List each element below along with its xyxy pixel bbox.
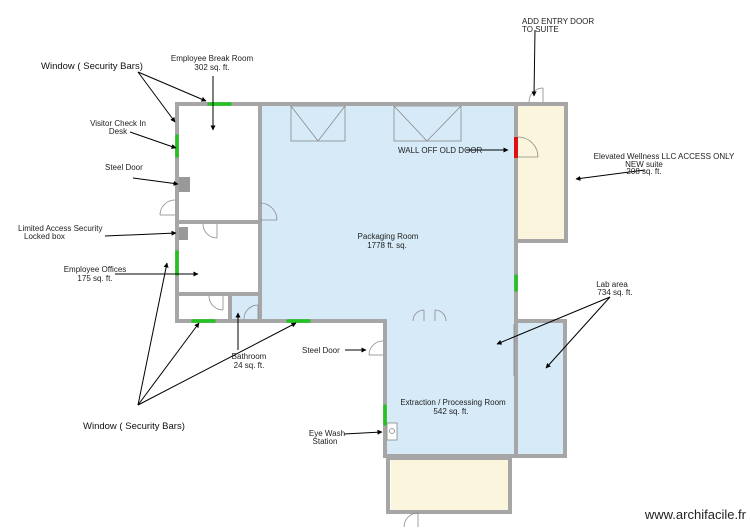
elevated-suite-area: 208 sq. ft. xyxy=(626,167,661,176)
eye-wash-label-2: Station xyxy=(313,437,338,446)
elevated-suite-name: Elevated Wellness LLC ACCESS ONLY xyxy=(594,152,735,161)
extraction-room-fill xyxy=(386,322,515,456)
wall-off-label: WALL OFF OLD DOOR xyxy=(398,146,483,155)
lab-area-area: 734 sq. ft. xyxy=(597,288,632,297)
extraction-room-name: Extraction / Processing Room xyxy=(400,398,506,407)
break-room-name: Employee Break Room xyxy=(171,54,254,63)
packaging-room-fill xyxy=(261,105,516,322)
lab-area-name: Lab area xyxy=(596,280,628,289)
bathroom-name: Bathroom xyxy=(232,352,267,361)
window-label-top: Window ( Security Bars) xyxy=(41,61,143,72)
walls xyxy=(175,102,568,514)
lab-area-fill xyxy=(516,321,564,454)
elevated-suite-note: NEW suite xyxy=(625,160,663,169)
steel-door-label-bottom: Steel Door xyxy=(302,346,340,355)
entry-door-label-1: ADD ENTRY DOOR xyxy=(522,17,594,26)
packaging-room-area: 1778 ft. sq. xyxy=(367,241,407,250)
annotation-arrows xyxy=(104,29,646,435)
eye-wash-icon xyxy=(386,422,398,441)
visitor-check-in-label-2: Desk xyxy=(109,127,128,136)
elevated-suite-fill xyxy=(516,105,566,241)
packaging-room-name: Packaging Room xyxy=(358,232,419,241)
extraction-room-area: 542 sq. ft. xyxy=(433,407,468,416)
watermark: www.archifacile.fr xyxy=(644,507,747,522)
security-locked-box xyxy=(179,227,188,240)
window-label-bottom: Window ( Security Bars) xyxy=(83,421,185,432)
bathroom-area: 24 sq. ft. xyxy=(234,361,265,370)
offices-area: 175 sq. ft. xyxy=(77,274,112,283)
limited-access-label-2: Locked box xyxy=(24,232,65,241)
bottom-annex-fill xyxy=(391,460,508,510)
visitor-check-in-label-1: Visitor Check In xyxy=(90,119,146,128)
steel-door-label-left: Steel Door xyxy=(105,163,143,172)
limited-access-label-1: Limited Access Security xyxy=(18,224,102,233)
break-room-area: 302 sq. ft. xyxy=(194,63,229,72)
visitor-desk-box xyxy=(179,177,190,192)
doors xyxy=(159,87,544,528)
bathroom-fill xyxy=(231,296,260,321)
entry-door-label-2: TO SUITE xyxy=(522,25,559,34)
offices-name: Employee Offices xyxy=(64,265,127,274)
eye-wash-label-1: Eye Wash xyxy=(309,429,345,438)
